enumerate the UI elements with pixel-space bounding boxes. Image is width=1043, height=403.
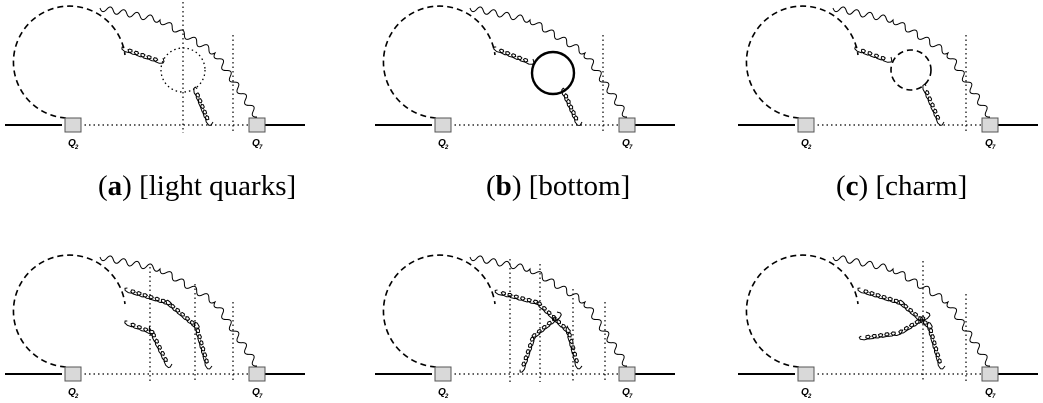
operator-q7-subscript: 7	[992, 394, 996, 400]
operator-q7-box	[981, 117, 999, 133]
operator-q7-label: Q	[252, 387, 260, 398]
photon-line	[99, 255, 258, 367]
caption-a: (a) [light quarks]	[98, 170, 297, 202]
dashed-charm-loop	[382, 254, 496, 368]
operator-q7-label: Q	[252, 138, 260, 149]
caption-b-text: [bottom]	[528, 170, 631, 202]
operator-q2-label: Q	[438, 138, 446, 149]
operator-q2-subscript: 2	[74, 394, 79, 400]
operator-q7-subscript: 7	[259, 394, 263, 400]
operator-q7-subscript: 7	[629, 145, 633, 151]
operator-q2-subscript: 2	[74, 145, 79, 151]
dashed-charm-loop	[745, 254, 859, 368]
gluon-long	[494, 289, 583, 370]
caption-b-letter: b	[495, 170, 512, 202]
photon-line	[469, 6, 628, 118]
dashed-charm-loop	[12, 254, 126, 368]
caption-c-text: [charm]	[875, 170, 968, 202]
caption-c-letter: c	[845, 170, 859, 202]
gluon-2	[193, 86, 214, 126]
dashed-charm-loop	[12, 5, 126, 119]
operator-q2-subscript: 2	[807, 394, 812, 400]
operator-q2-box	[434, 117, 452, 133]
caption-a-text: [light quarks]	[139, 170, 297, 202]
gluon-2	[561, 87, 583, 126]
photon-line	[832, 6, 991, 118]
operator-q2-label: Q	[68, 138, 76, 149]
operator-q2-box	[64, 117, 82, 133]
operator-q2-box	[797, 117, 815, 133]
operator-q7-box	[981, 366, 999, 382]
operator-q2-subscript: 2	[807, 145, 812, 151]
operator-q2-subscript: 2	[444, 394, 449, 400]
operator-q7-subscript: 7	[629, 394, 633, 400]
gluon-short	[519, 311, 562, 373]
operator-q7-box	[248, 366, 266, 382]
gluon-short	[858, 311, 931, 341]
operator-q2-subscript: 2	[444, 145, 449, 151]
photon-line	[469, 255, 628, 367]
operator-q7-box	[618, 117, 636, 133]
operator-q7-subscript: 7	[992, 145, 996, 151]
operator-q7-subscript: 7	[259, 145, 263, 151]
caption-b: (b) [bottom]	[486, 170, 631, 202]
bottom-quark-loop	[530, 50, 576, 96]
operator-q2-label: Q	[68, 387, 76, 398]
operator-q7-label: Q	[985, 387, 993, 398]
operator-q7-label: Q	[622, 387, 630, 398]
gluon-long	[857, 287, 946, 370]
caption-c: (c) [charm]	[836, 170, 968, 202]
gluon-long	[124, 287, 213, 370]
operator-q2-box	[797, 366, 815, 382]
operator-q2-label: Q	[801, 387, 809, 398]
light-quark-loop	[160, 47, 206, 93]
gluon-short	[124, 320, 173, 369]
operator-q2-box	[434, 366, 452, 382]
operator-q2-label: Q	[801, 138, 809, 149]
caption-a-letter: a	[107, 170, 123, 202]
gluon-1	[493, 46, 535, 65]
gluon-1	[121, 46, 165, 64]
operator-q7-label: Q	[622, 138, 630, 149]
gluon-1	[854, 46, 893, 63]
operator-q2-box	[64, 366, 82, 382]
operator-q7-box	[618, 366, 636, 382]
gluon-2	[922, 83, 945, 126]
photon-line	[832, 255, 991, 367]
operator-q7-box	[248, 117, 266, 133]
dashed-charm-loop	[745, 5, 859, 119]
operator-q7-label: Q	[985, 138, 993, 149]
dashed-charm-loop	[382, 5, 496, 119]
operator-q2-label: Q	[438, 387, 446, 398]
charm-quark-loop	[890, 49, 932, 91]
photon-line	[99, 6, 258, 118]
